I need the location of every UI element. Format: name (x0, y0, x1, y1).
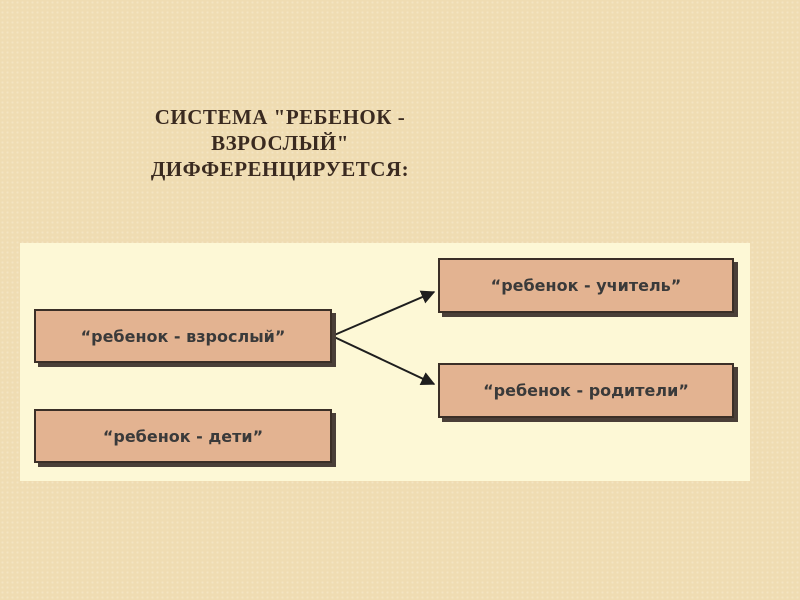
slide-title: СИСТЕМА "РЕБЕНОК - ВЗРОСЛЫЙ" ДИФФЕРЕНЦИР… (120, 104, 440, 182)
node-child-kids: “ребенок - дети” (34, 409, 332, 463)
node-child-parents: “ребенок - родители” (438, 363, 734, 418)
node-child-adult: “ребенок - взрослый” (34, 309, 332, 363)
title-line-3: ДИФФЕРЕНЦИРУЕТСЯ: (150, 157, 410, 181)
arrow-to-teacher (331, 290, 436, 337)
diagram-arrows (331, 290, 436, 385)
node-child-parents-label: “ребенок - родители” (483, 381, 689, 400)
node-child-teacher: “ребенок - учитель” (438, 258, 734, 313)
node-child-teacher-label: “ребенок - учитель” (490, 276, 682, 295)
title-line-1: СИСТЕМА "РЕБЕНОК - (154, 105, 406, 129)
diagram-panel: “ребенок - взрослый” “ребенок - дети” “р… (20, 243, 750, 481)
arrow-to-parents (331, 335, 436, 385)
node-child-adult-label: “ребенок - взрослый” (80, 326, 286, 346)
title-line-2: ВЗРОСЛЫЙ" (211, 131, 349, 155)
node-child-kids-label: “ребенок - дети” (102, 426, 264, 446)
